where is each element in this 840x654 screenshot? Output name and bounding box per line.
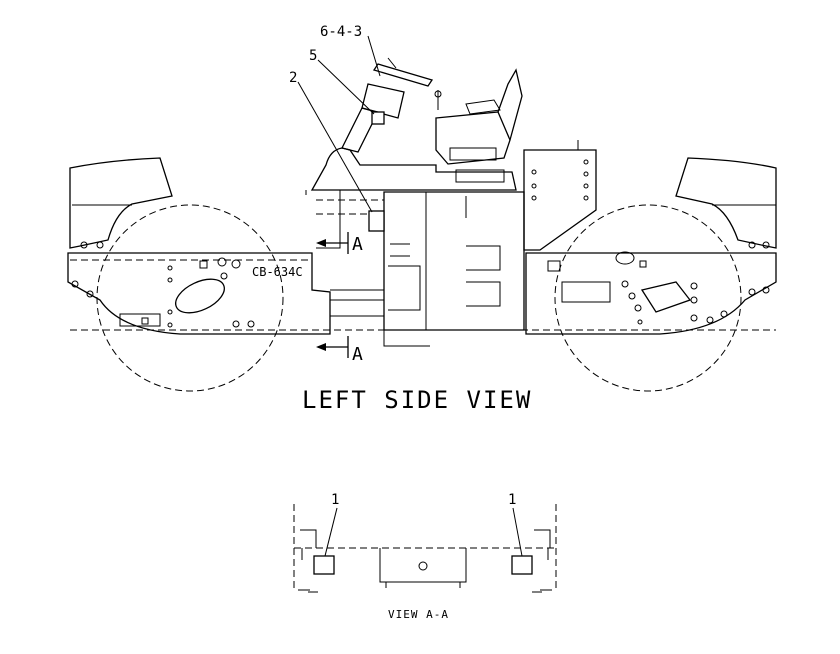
operator-platform: [310, 147, 517, 191]
left-side-view-title: LEFT SIDE VIEW: [302, 386, 532, 414]
section-mark-bottom: A: [352, 344, 363, 365]
front-drum: [96, 204, 284, 392]
section-arrow-bottom: A: [316, 336, 363, 365]
view-aa-title: VIEW A-A: [388, 608, 449, 621]
decal-1-left: [313, 555, 335, 575]
rear-drum: [554, 204, 742, 392]
leader-5: [317, 59, 375, 115]
main-frame: [67, 252, 331, 335]
callout-1-right: 1: [508, 492, 516, 508]
leader-1-left: [324, 507, 338, 557]
leader-6-4-3: [367, 35, 381, 77]
callout-2: 2: [289, 70, 297, 86]
decal-1-right: [511, 555, 533, 575]
callout-5: 5: [309, 48, 317, 64]
rear-frame: [525, 252, 777, 335]
callout-6-4-3: 6-4-3: [320, 24, 362, 40]
model-label: CB-634C: [252, 265, 303, 279]
left-side-view: CB-634C: [67, 24, 777, 414]
decal-5: [371, 111, 385, 125]
section-arrow-top: A: [316, 232, 363, 255]
operator-seat: [435, 111, 511, 165]
view-aa: 1 1 VIEW A-A: [293, 492, 557, 621]
rear-drum-cover: [675, 157, 777, 249]
front-drum-cover: [69, 157, 173, 249]
leader-2: [297, 81, 373, 213]
decal-2: [368, 210, 385, 232]
callout-1-left: 1: [331, 492, 339, 508]
section-mark-top: A: [352, 234, 363, 255]
center-block: [383, 191, 525, 331]
leader-1-right: [512, 507, 523, 557]
